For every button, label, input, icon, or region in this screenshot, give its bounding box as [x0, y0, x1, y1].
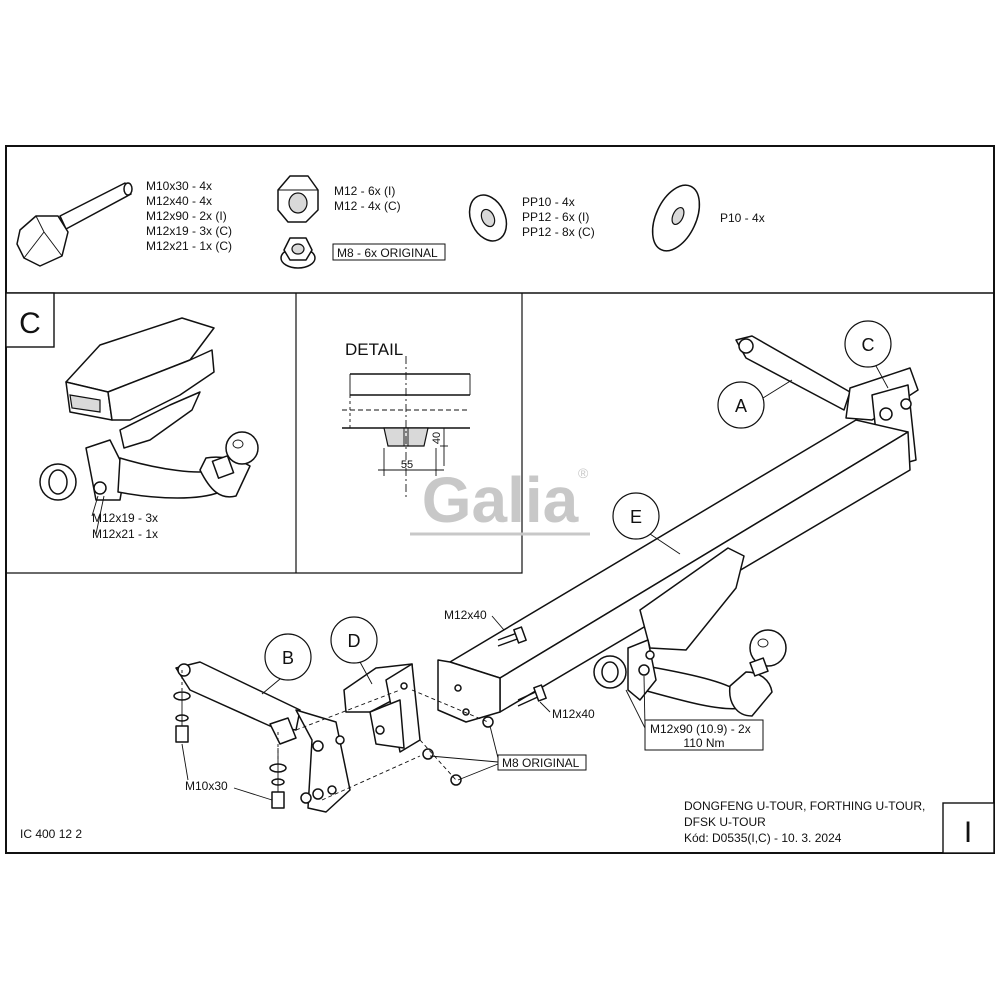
torque-spec-line2: 110 Nm	[683, 736, 724, 750]
flange-nut-icon	[280, 237, 316, 269]
detail-width-dimension: 55	[401, 459, 413, 471]
sheet-tag: I	[964, 816, 972, 849]
flange-nut-spec: M8 - 6x ORIGINAL	[337, 246, 438, 260]
m12x40-bottom-leader	[539, 701, 551, 713]
panel-c-tag-box	[5, 292, 55, 348]
hex-bolt-icon	[16, 182, 133, 267]
m8-leaders	[429, 725, 499, 781]
flange-nut-spec-box	[332, 243, 446, 261]
panel-c-tag: C	[19, 307, 41, 340]
vehicle-line-1: DONGFENG U-TOUR, FORTHING U-TOUR,	[684, 799, 925, 813]
washer-spec-1: PP10 - 4x	[522, 195, 575, 209]
torque-leaders	[625, 675, 646, 729]
callout-b: B	[261, 633, 312, 695]
torque-spec-line1: M12x90 (10.9) - 2x	[650, 722, 751, 736]
torque-spec-box	[644, 719, 764, 751]
bolt-spec-3: M12x90 - 2x (I)	[146, 209, 227, 223]
washer-spec-2: PP12 - 6x (I)	[522, 210, 589, 224]
callout-e: E	[612, 492, 681, 555]
hex-nut-icon	[277, 175, 319, 223]
panel-c-bolt-label-2: M12x21 - 1x	[92, 527, 158, 541]
callout-e-label: E	[630, 507, 642, 527]
code-line: Kód: D0535(I,C) - 10. 3. 2024	[684, 831, 842, 845]
bolt-spec-5: M12x21 - 1x (C)	[146, 239, 232, 253]
detail-height-dimension: 40	[431, 432, 443, 444]
outer-frame	[5, 145, 995, 854]
callout-b-label: B	[282, 648, 294, 668]
large-washer-spec: P10 - 4x	[720, 211, 765, 225]
m8-label-box	[497, 754, 587, 771]
detail-title: DETAIL	[345, 340, 403, 359]
document-id: IC 400 12 2	[20, 827, 82, 841]
m10x30-leaders	[181, 743, 273, 801]
callout-c-label: C	[862, 335, 875, 355]
vehicle-line-2: DFSK U-TOUR	[684, 815, 766, 829]
bolt-spec-2: M12x40 - 4x	[146, 194, 212, 208]
washer-spec-3: PP12 - 8x (C)	[522, 225, 595, 239]
bolt-spec-1: M10x30 - 4x	[146, 179, 212, 193]
main-assembly-drawing	[173, 335, 919, 813]
callout-d: D	[330, 616, 378, 685]
m10x30-label: M10x30	[185, 779, 228, 793]
nut-spec-2: M12 - 4x (C)	[334, 199, 401, 213]
nut-spec-1: M12 - 6x (I)	[334, 184, 395, 198]
detail-dimension-lines	[378, 427, 448, 476]
callout-d-label: D	[348, 631, 361, 651]
callout-a: A	[717, 379, 793, 429]
washer-icon	[468, 194, 508, 242]
panel-c-bolt-label-1: M12x19 - 3x	[92, 511, 158, 525]
m12x40-top-leader	[491, 615, 505, 631]
m8-original-label: M8 ORIGINAL	[502, 756, 580, 770]
panel-c-hitch-drawing	[39, 317, 259, 535]
callout-c: C	[844, 320, 892, 389]
detail-section-drawing	[342, 356, 471, 500]
inset-frame	[6, 293, 523, 574]
callout-a-label: A	[735, 396, 747, 416]
sheet-tag-box	[942, 802, 995, 854]
brand-watermark: Galia	[422, 464, 579, 536]
large-washer-icon	[651, 184, 701, 252]
registered-mark: ®	[578, 465, 589, 481]
m12x40-top-label: M12x40	[444, 608, 487, 622]
bolt-spec-4: M12x19 - 3x (C)	[146, 224, 232, 238]
m12x40-bottom-label: M12x40	[552, 707, 595, 721]
